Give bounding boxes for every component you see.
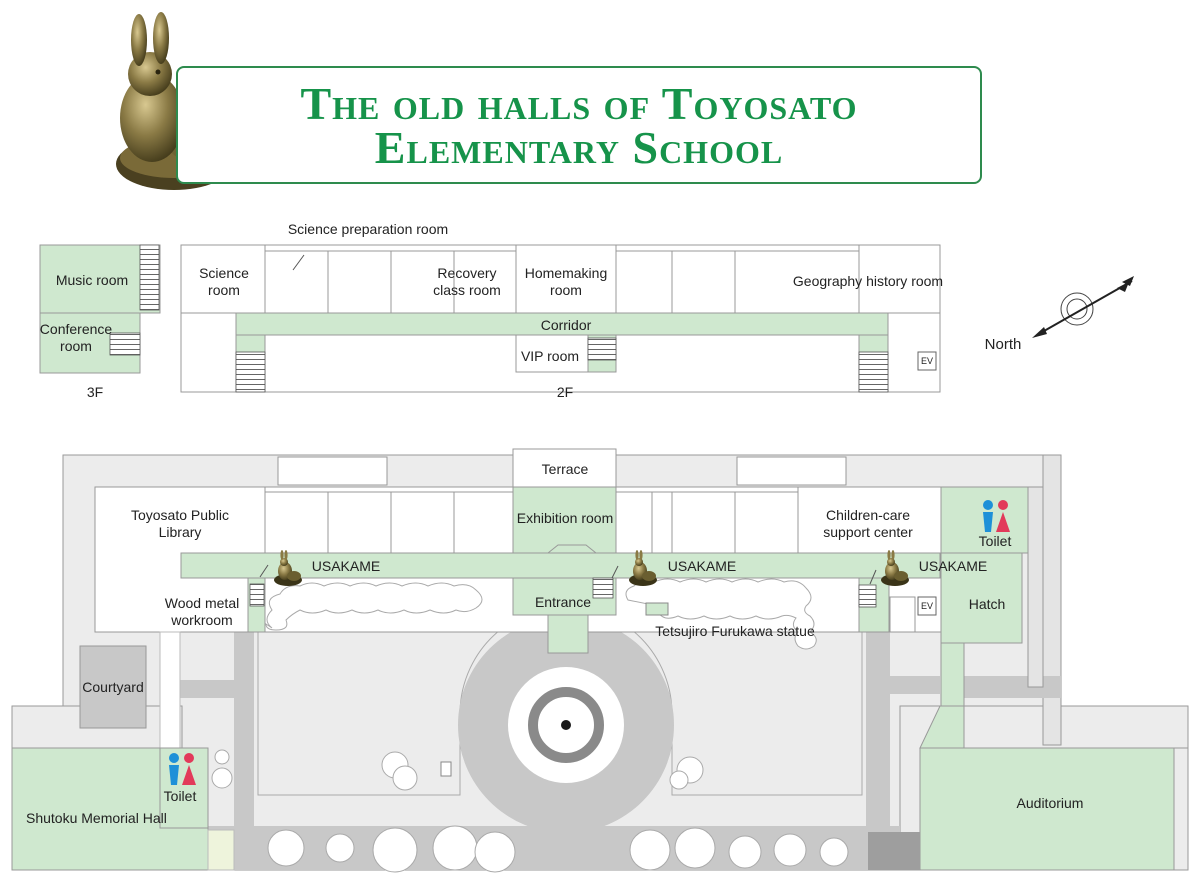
stairs-icon [235, 351, 266, 393]
label-hatch: Hatch [968, 596, 1006, 612]
label-homemaking-room: Homemaking room [524, 265, 608, 298]
label-music-room: Music room [55, 272, 129, 288]
stairs-icon [592, 577, 614, 599]
stairs-icon [587, 337, 617, 361]
label-toilet-left: Toilet [163, 788, 197, 804]
label-shutoku-hall: Shutoku Memorial Hall [26, 810, 167, 826]
label-courtyard: Courtyard [82, 679, 144, 695]
stairs-icon [858, 351, 889, 393]
stairs-icon [109, 332, 141, 356]
label-2f: 2F [556, 384, 574, 400]
page-title: The old halls of Toyosato Elementary Sch… [178, 78, 980, 173]
label-corridor: Corridor [540, 317, 592, 333]
label-statue: Tetsujiro Furukawa statue [655, 623, 815, 639]
floor-2f [180, 244, 941, 393]
stairs-icon [858, 584, 877, 608]
label-usakame-right: USAKAME [918, 558, 988, 574]
label-science-prep-room: Science preparation room [287, 221, 449, 237]
label-ev-2f: EV [920, 356, 933, 366]
label-wood-metal-workroom: Wood metal workroom [164, 595, 240, 628]
label-auditorium: Auditorium [1016, 795, 1084, 811]
stairs-icon [249, 583, 265, 607]
label-entrance: Entrance [534, 594, 592, 610]
label-usakame-left: USAKAME [311, 558, 381, 574]
label-childcare-center: Children-care support center [823, 507, 913, 540]
label-north: North [984, 336, 1022, 353]
toilet-icon [983, 500, 1010, 532]
label-toilet-right: Toilet [978, 533, 1012, 549]
title-line-1: The old halls of Toyosato [300, 78, 858, 129]
label-usakame-mid: USAKAME [667, 558, 737, 574]
label-exhibition-room: Exhibition room [516, 510, 614, 526]
title-line-2: Elementary School [374, 122, 784, 173]
label-conference-room: Conference room [39, 321, 113, 354]
label-science-room: Science room [199, 265, 249, 298]
floor-3f [39, 244, 161, 374]
label-3f: 3F [86, 384, 104, 400]
label-terrace: Terrace [541, 461, 589, 477]
label-geography-room: Geography history room [792, 273, 944, 289]
label-vip-room: VIP room [520, 348, 580, 364]
toilet-icon [169, 753, 196, 785]
north-arrow-icon [1032, 276, 1134, 338]
label-recovery-room: Recovery class room [433, 265, 501, 298]
stairs-icon [139, 244, 160, 311]
title-banner: The old halls of Toyosato Elementary Sch… [176, 66, 982, 184]
floor-1f [11, 448, 1189, 873]
label-ev-1f: EV [920, 601, 933, 611]
label-public-library: Toyosato Public Library [130, 507, 230, 540]
